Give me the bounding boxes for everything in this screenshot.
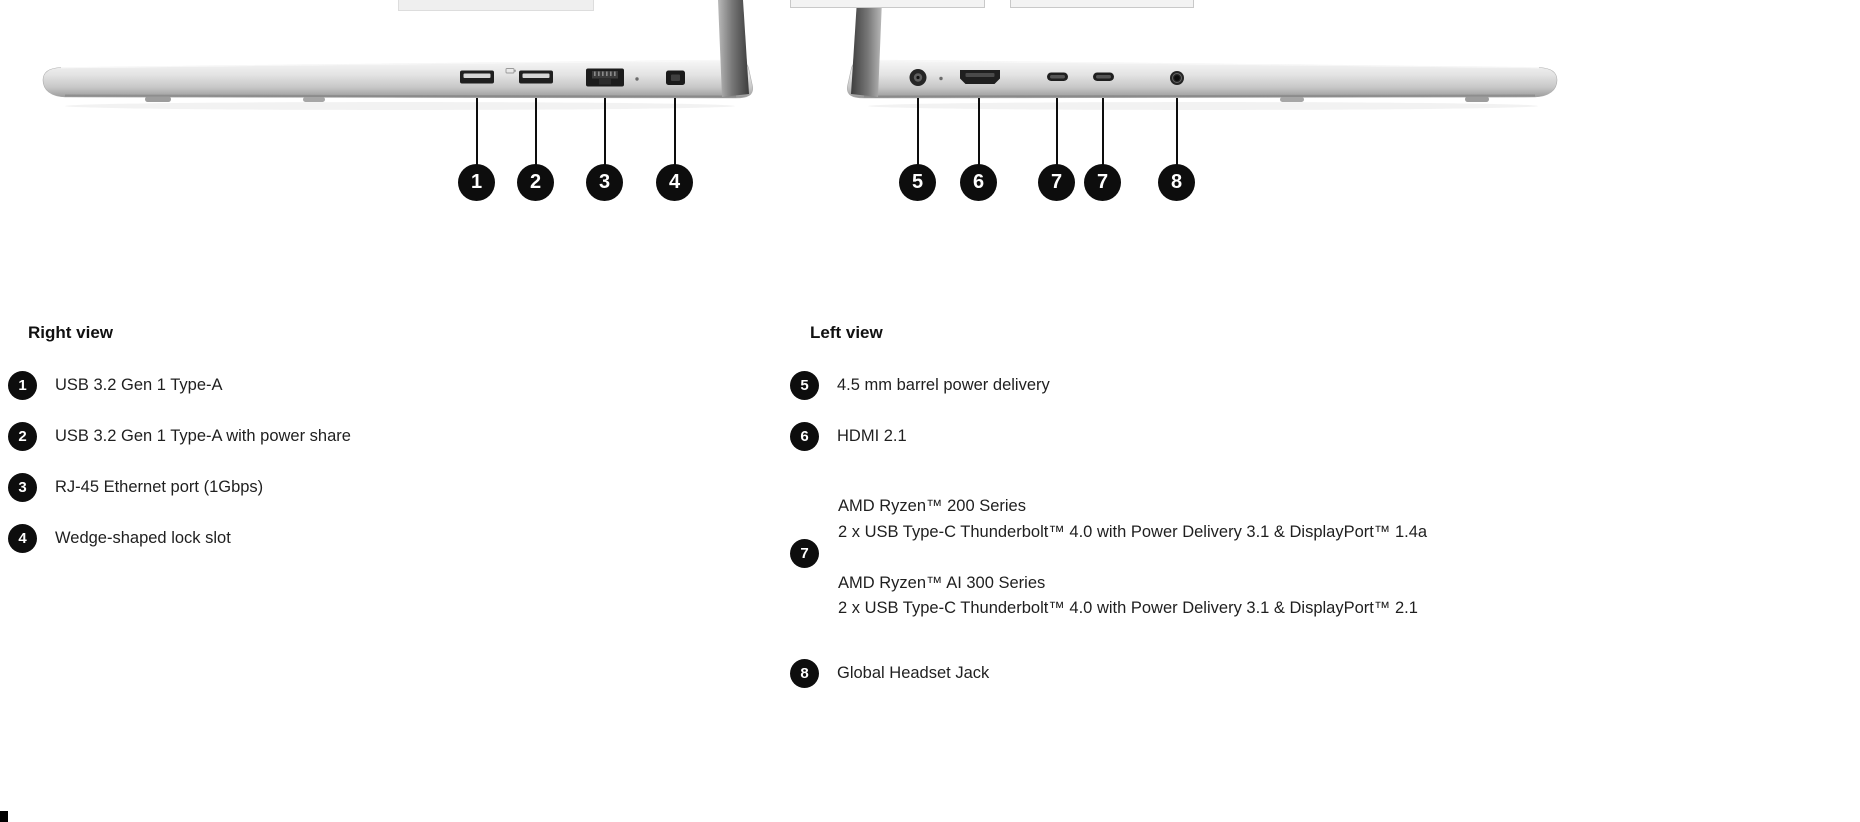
callout-number: 2 — [529, 171, 542, 193]
cropped-image-edge — [790, 0, 985, 8]
barrel-power-jack-icon — [909, 69, 927, 86]
cropped-image-edge — [398, 0, 594, 11]
headset-jack-icon — [1170, 71, 1184, 85]
legend-label-7-gap — [838, 545, 1427, 571]
laptop-left-view-illustration — [846, 0, 1558, 110]
rubber-foot — [303, 97, 325, 102]
rubber-foot — [1465, 96, 1489, 102]
legend-item-4: 4 Wedge-shaped lock slot — [8, 524, 231, 553]
body-bottom-edge — [64, 94, 737, 98]
callout-line-8 — [1176, 98, 1178, 166]
callout-line-7a — [1056, 98, 1058, 166]
display-edge — [851, 0, 882, 97]
laptop-shadow — [868, 102, 1538, 110]
callout-5: 5 — [899, 164, 936, 201]
callout-line-3 — [604, 98, 606, 166]
rj45-ethernet-port-icon — [586, 68, 624, 87]
legend-label-7: AMD Ryzen™ 200 Series 2 x USB Type-C Thu… — [838, 494, 1427, 622]
callout-4: 4 — [656, 164, 693, 201]
callout-number: 1 — [470, 171, 483, 193]
callout-number: 7 — [1096, 171, 1109, 193]
legend-label-3: RJ-45 Ethernet port (1Gbps) — [55, 478, 264, 496]
legend-badge-3: 3 — [8, 473, 37, 502]
callout-number: 5 — [911, 171, 924, 193]
laptop-body — [846, 59, 1558, 99]
callout-6: 6 — [960, 164, 997, 201]
callout-2: 2 — [517, 164, 554, 201]
callout-number: 6 — [972, 171, 985, 193]
legend-label-8: Global Headset Jack — [837, 664, 990, 682]
usb-c-port-icon — [1047, 72, 1068, 81]
body-top-highlight — [869, 59, 1540, 69]
callout-3: 3 — [586, 164, 623, 201]
legend-label-5: 4.5 mm barrel power delivery — [837, 376, 1050, 394]
usb-a-port-icon — [460, 70, 494, 84]
legend-item-8: 8 Global Headset Jack — [790, 659, 989, 688]
laptop-body — [42, 59, 754, 99]
legend-label-7-line-4: 2 x USB Type-C Thunderbolt™ 4.0 with Pow… — [838, 599, 1418, 617]
callout-line-7b — [1102, 98, 1104, 166]
legend-badge-1: 1 — [8, 371, 37, 400]
legend-label-7-line-2: 2 x USB Type-C Thunderbolt™ 4.0 with Pow… — [838, 522, 1428, 541]
hdmi-port-icon — [960, 70, 1000, 84]
legend-badge-4: 4 — [8, 524, 37, 553]
legend-label-2: USB 3.2 Gen 1 Type-A with power share — [55, 427, 351, 445]
laptop-right-view-illustration — [42, 0, 754, 110]
body-top-highlight — [60, 59, 731, 69]
status-led-icon — [635, 77, 639, 81]
legend-label-4: Wedge-shaped lock slot — [55, 529, 231, 547]
callout-line-2 — [535, 98, 537, 166]
legend-badge-5: 5 — [790, 371, 819, 400]
laptop-shadow — [65, 102, 735, 110]
legend-badge-8: 8 — [790, 659, 819, 688]
legend-label-1: USB 3.2 Gen 1 Type-A — [55, 376, 223, 394]
callout-1: 1 — [458, 164, 495, 201]
legend-badge-6: 6 — [790, 422, 819, 451]
callout-7b: 7 — [1084, 164, 1121, 201]
legend-badge-2: 2 — [8, 422, 37, 451]
body-bottom-edge — [863, 94, 1536, 98]
legend-item-1: 1 USB 3.2 Gen 1 Type-A — [8, 371, 223, 400]
callout-line-1 — [476, 98, 478, 166]
callout-number: 4 — [668, 171, 681, 193]
rubber-foot — [1280, 97, 1304, 102]
legend-label-7-line-1: AMD Ryzen™ 200 Series — [838, 497, 1026, 515]
callout-line-4 — [674, 98, 676, 166]
legend-badge-7: 7 — [790, 539, 819, 568]
legend-item-6: 6 HDMI 2.1 — [790, 422, 907, 451]
legend-item-5: 5 4.5 mm barrel power delivery — [790, 371, 1050, 400]
usb-a-power-share-port-icon — [505, 68, 553, 84]
callout-number: 7 — [1050, 171, 1063, 193]
cropped-image-edge — [1010, 0, 1194, 8]
callout-7a: 7 — [1038, 164, 1075, 201]
legend-label-7-line-3: AMD Ryzen™ AI 300 Series — [838, 573, 1046, 592]
legend-item-3: 3 RJ-45 Ethernet port (1Gbps) — [8, 473, 263, 502]
callout-line-6 — [978, 98, 980, 166]
usb-c-port-icon — [1093, 72, 1114, 81]
legend-label-6: HDMI 2.1 — [837, 427, 907, 445]
callout-number: 8 — [1170, 171, 1183, 193]
legend-item-2: 2 USB 3.2 Gen 1 Type-A with power share — [8, 422, 351, 451]
crop-artifact — [0, 811, 8, 822]
status-led-icon — [939, 76, 943, 81]
display-edge — [718, 0, 749, 97]
right-view-title: Right view — [28, 323, 114, 342]
callout-8: 8 — [1158, 164, 1195, 201]
rubber-foot — [145, 96, 171, 102]
lock-slot-icon — [666, 70, 685, 85]
callout-number: 3 — [598, 171, 611, 193]
callout-line-5 — [917, 98, 919, 166]
left-view-title: Left view — [810, 323, 883, 342]
